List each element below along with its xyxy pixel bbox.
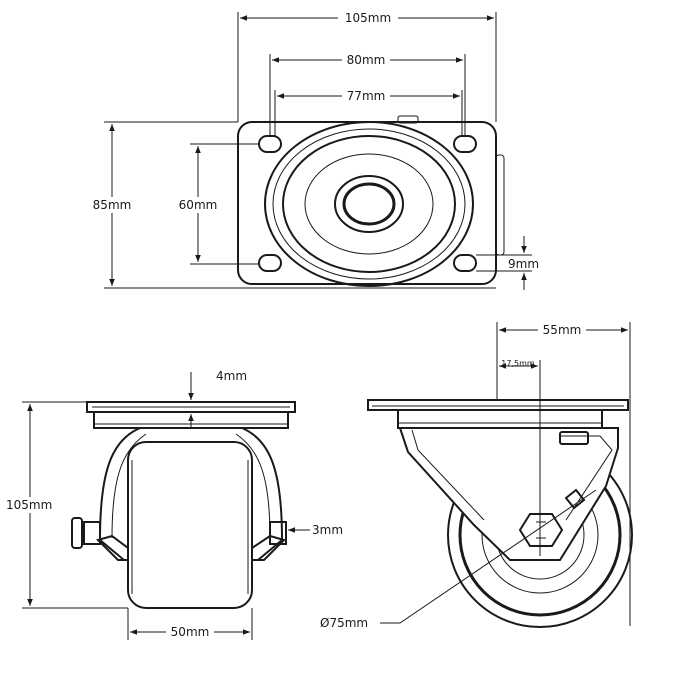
dim-label-swivel-offset: 17,5mm <box>501 359 535 368</box>
axle-nut-right <box>269 521 287 545</box>
axle-washer-left <box>83 521 101 545</box>
kingpin-boss-inner <box>342 182 396 226</box>
side-fork-stop <box>559 431 589 445</box>
bolt-slot-top-left <box>258 135 282 153</box>
dim-label-plate-depth: 85mm <box>93 198 132 212</box>
dim-label-overall-height: 105mm <box>6 498 52 512</box>
side-fork-rib <box>560 435 613 521</box>
kingpin-boss-outer <box>334 175 404 233</box>
raceway-ring-4 <box>304 153 434 255</box>
front-view: 105mm 4mm 3mm 50mm <box>4 369 343 640</box>
bolt-slot-bottom-left <box>258 254 282 272</box>
front-fork-right <box>241 427 284 561</box>
dim-label-offset-total: 55mm <box>543 323 582 337</box>
dim-label-plate-width: 105mm <box>345 11 391 25</box>
mounting-plate <box>237 121 497 285</box>
dim-label-slot-width: 9mm <box>508 257 539 271</box>
dim-label-hole-spacing-vertical: 60mm <box>179 198 218 212</box>
side-fork-body <box>398 427 619 561</box>
dim-label-hole-spacing-inner: 77mm <box>347 89 386 103</box>
plate-side-tab <box>495 154 505 256</box>
side-axle-nut <box>518 513 564 547</box>
diameter-leader-line <box>380 489 597 624</box>
axle-bracket-left <box>96 534 129 561</box>
dim-label-bracket-gap: 3mm <box>312 523 343 537</box>
axle-bolt-head <box>71 517 83 549</box>
dim-label-hole-spacing-outer: 80mm <box>347 53 386 67</box>
front-fork-right-inner <box>235 433 271 539</box>
top-view: 105mm 80mm 77mm 85mm 60mm 9mm <box>90 10 539 290</box>
dim-label-plate-thickness: 4mm <box>216 369 247 383</box>
raceway-outer <box>264 121 474 287</box>
side-fork-edge <box>411 429 485 521</box>
side-swivel-housing <box>397 410 603 429</box>
bolt-slot-top-right <box>453 135 477 153</box>
side-fork-clip <box>564 488 586 510</box>
raceway-ring-2 <box>272 128 466 280</box>
raceway-ring-3 <box>282 135 456 273</box>
front-wheel <box>127 441 253 609</box>
side-top-plate <box>367 399 629 411</box>
front-fork-left-inner <box>111 433 147 539</box>
side-view: 55mm 17,5mm Ø75mm <box>320 322 633 630</box>
dim-label-wheel-diameter: Ø75mm <box>320 616 368 630</box>
axle-bracket-right <box>251 534 286 561</box>
bolt-slot-bottom-right <box>453 254 477 272</box>
dim-label-wheel-width: 50mm <box>171 625 210 639</box>
front-top-plate <box>86 401 296 413</box>
grease-nipple <box>397 115 419 124</box>
